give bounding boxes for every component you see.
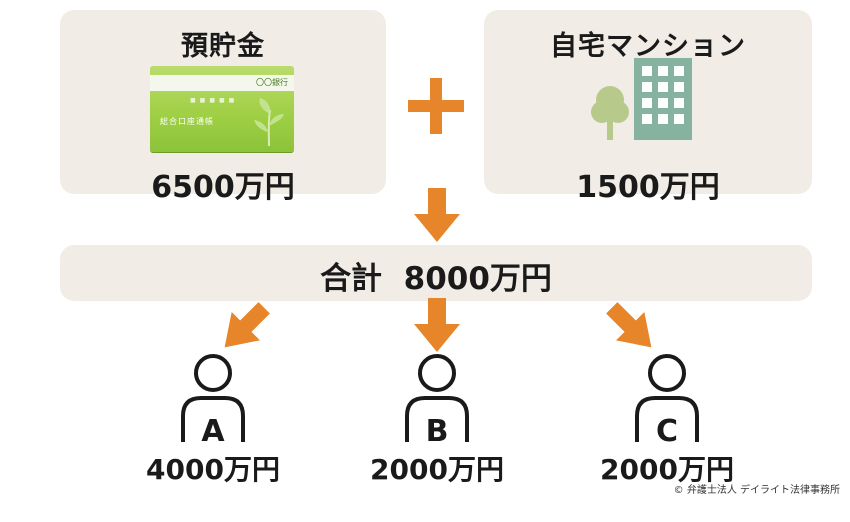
copyright-text: © 弁護士法人 デイライト法律事務所: [673, 485, 840, 496]
total-label: 合計: [320, 261, 383, 297]
savings-title: 預貯金: [181, 31, 265, 62]
bankbook-label: 総合口座通帳: [160, 117, 214, 126]
condominium-value: 1500万円: [576, 170, 720, 205]
tree-icon: [591, 86, 629, 140]
arrow-down-center-icon: [414, 298, 460, 352]
total-text: 合計 8000万円: [60, 253, 812, 298]
heir-letter: C: [655, 414, 679, 449]
arrow-down-left-icon: [224, 302, 270, 348]
arrow-down-right-icon: [606, 302, 652, 348]
heir-amount: 2000万円: [370, 453, 504, 486]
building-icon: [591, 58, 692, 140]
sprout-icon: [254, 98, 284, 146]
bank-name: 〇〇銀行: [256, 78, 288, 87]
heir-amount: 4000万円: [146, 453, 280, 486]
savings-value: 6500万円: [151, 170, 295, 205]
heir-a: A 4000万円: [128, 352, 298, 522]
heir-b: B 2000万円: [352, 352, 522, 522]
person-icon: [181, 354, 245, 442]
condominium-title: 自宅マンション: [550, 31, 746, 62]
heir-letter: B: [425, 414, 449, 449]
total-value: 8000万円: [403, 261, 552, 297]
person-icon: [405, 354, 469, 442]
bankbook-icon: 〇〇銀行 ■■■■■ 総合口座通帳: [150, 66, 294, 152]
heir-amount: 2000万円: [600, 453, 734, 486]
savings-panel: 預貯金 〇〇銀行 ■■■■■ 総合口座通帳 6500万円: [60, 10, 386, 205]
heir-letter: A: [201, 414, 225, 449]
bankbook-band: [150, 75, 294, 91]
heir-c: C 2000万円: [582, 352, 752, 522]
plus-icon: [408, 78, 464, 134]
bankbook-decoration: ■■■■■: [190, 97, 239, 104]
condominium-panel: 自宅マンション 1500万円: [484, 10, 812, 205]
person-icon: [635, 354, 699, 442]
total-bar: 合計 8000万円: [60, 245, 812, 301]
arrow-down-icon: [414, 188, 460, 242]
